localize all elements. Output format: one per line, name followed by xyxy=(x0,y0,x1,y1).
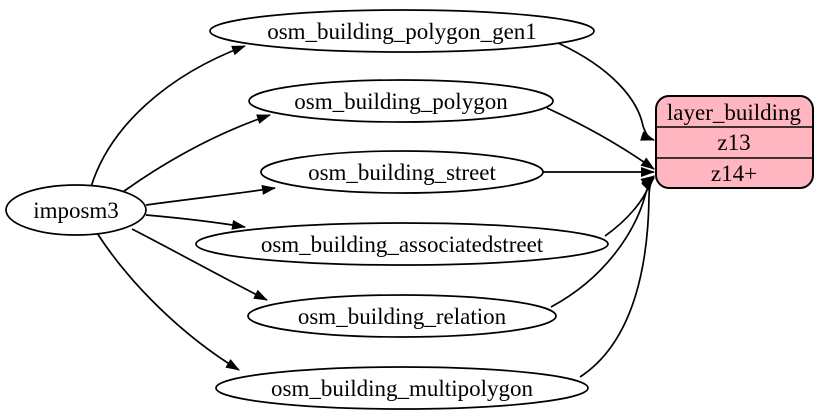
osm-building-relation-label: osm_building_relation xyxy=(298,304,507,329)
edge-osm-building-polygon-to-z14 xyxy=(546,107,655,170)
edge-imposm3-to-osm-building-polygon-gen1 xyxy=(90,45,246,188)
osm-building-polygon-gen1-label: osm_building_polygon_gen1 xyxy=(267,19,537,44)
osm-building-relation-ellipse xyxy=(247,294,557,338)
edge-imposm3-to-osm-building-associatedstreet xyxy=(145,214,246,230)
table-node-osm-building-street: osm_building_street xyxy=(260,150,544,194)
osm-building-polygon-gen1-ellipse xyxy=(209,9,595,53)
osm-building-polygon-label: osm_building_polygon xyxy=(294,89,508,114)
osm-building-street-label: osm_building_street xyxy=(308,160,496,185)
edge-imposm3-to-osm-building-relation xyxy=(131,228,268,301)
layer-building-row-z14: z14+ xyxy=(711,161,757,186)
osm-building-associatedstreet-ellipse xyxy=(195,222,609,266)
edge-layer xyxy=(90,42,655,378)
source-node-imposm3: imposm3 xyxy=(5,184,147,236)
table-node-osm-building-relation: osm_building_relation xyxy=(247,294,557,338)
imposm3-label: imposm3 xyxy=(33,198,119,223)
osm-building-associatedstreet-label: osm_building_associatedstreet xyxy=(261,232,544,257)
table-node-osm-building-multipolygon: osm_building_multipolygon xyxy=(215,366,589,410)
layer-node-layer-building: layer_building z13 z14+ xyxy=(655,95,814,189)
edge-imposm3-to-osm-building-street xyxy=(145,184,276,206)
layer-building-title: layer_building xyxy=(667,100,802,125)
table-node-osm-building-polygon: osm_building_polygon xyxy=(248,79,554,123)
edge-imposm3-to-osm-building-multipolygon xyxy=(96,232,240,371)
osm-building-polygon-ellipse xyxy=(248,79,554,123)
osm-building-multipolygon-ellipse xyxy=(215,366,589,410)
layer-building-row-z13: z13 xyxy=(717,130,750,155)
osm-building-street-ellipse xyxy=(260,150,544,194)
table-node-osm-building-polygon-gen1: osm_building_polygon_gen1 xyxy=(209,9,595,53)
edge-osm-building-polygon-gen1-to-z13 xyxy=(557,42,655,141)
layer-building-box xyxy=(655,95,814,189)
edge-osm-building-associatedstreet-to-z14 xyxy=(604,175,655,237)
osm-building-multipolygon-label: osm_building_multipolygon xyxy=(271,376,533,401)
imposm3-ellipse xyxy=(5,184,147,236)
edge-imposm3-to-osm-building-polygon xyxy=(119,114,271,195)
edge-osm-building-multipolygon-to-z14 xyxy=(579,177,655,378)
table-node-osm-building-associatedstreet: osm_building_associatedstreet xyxy=(195,222,609,266)
